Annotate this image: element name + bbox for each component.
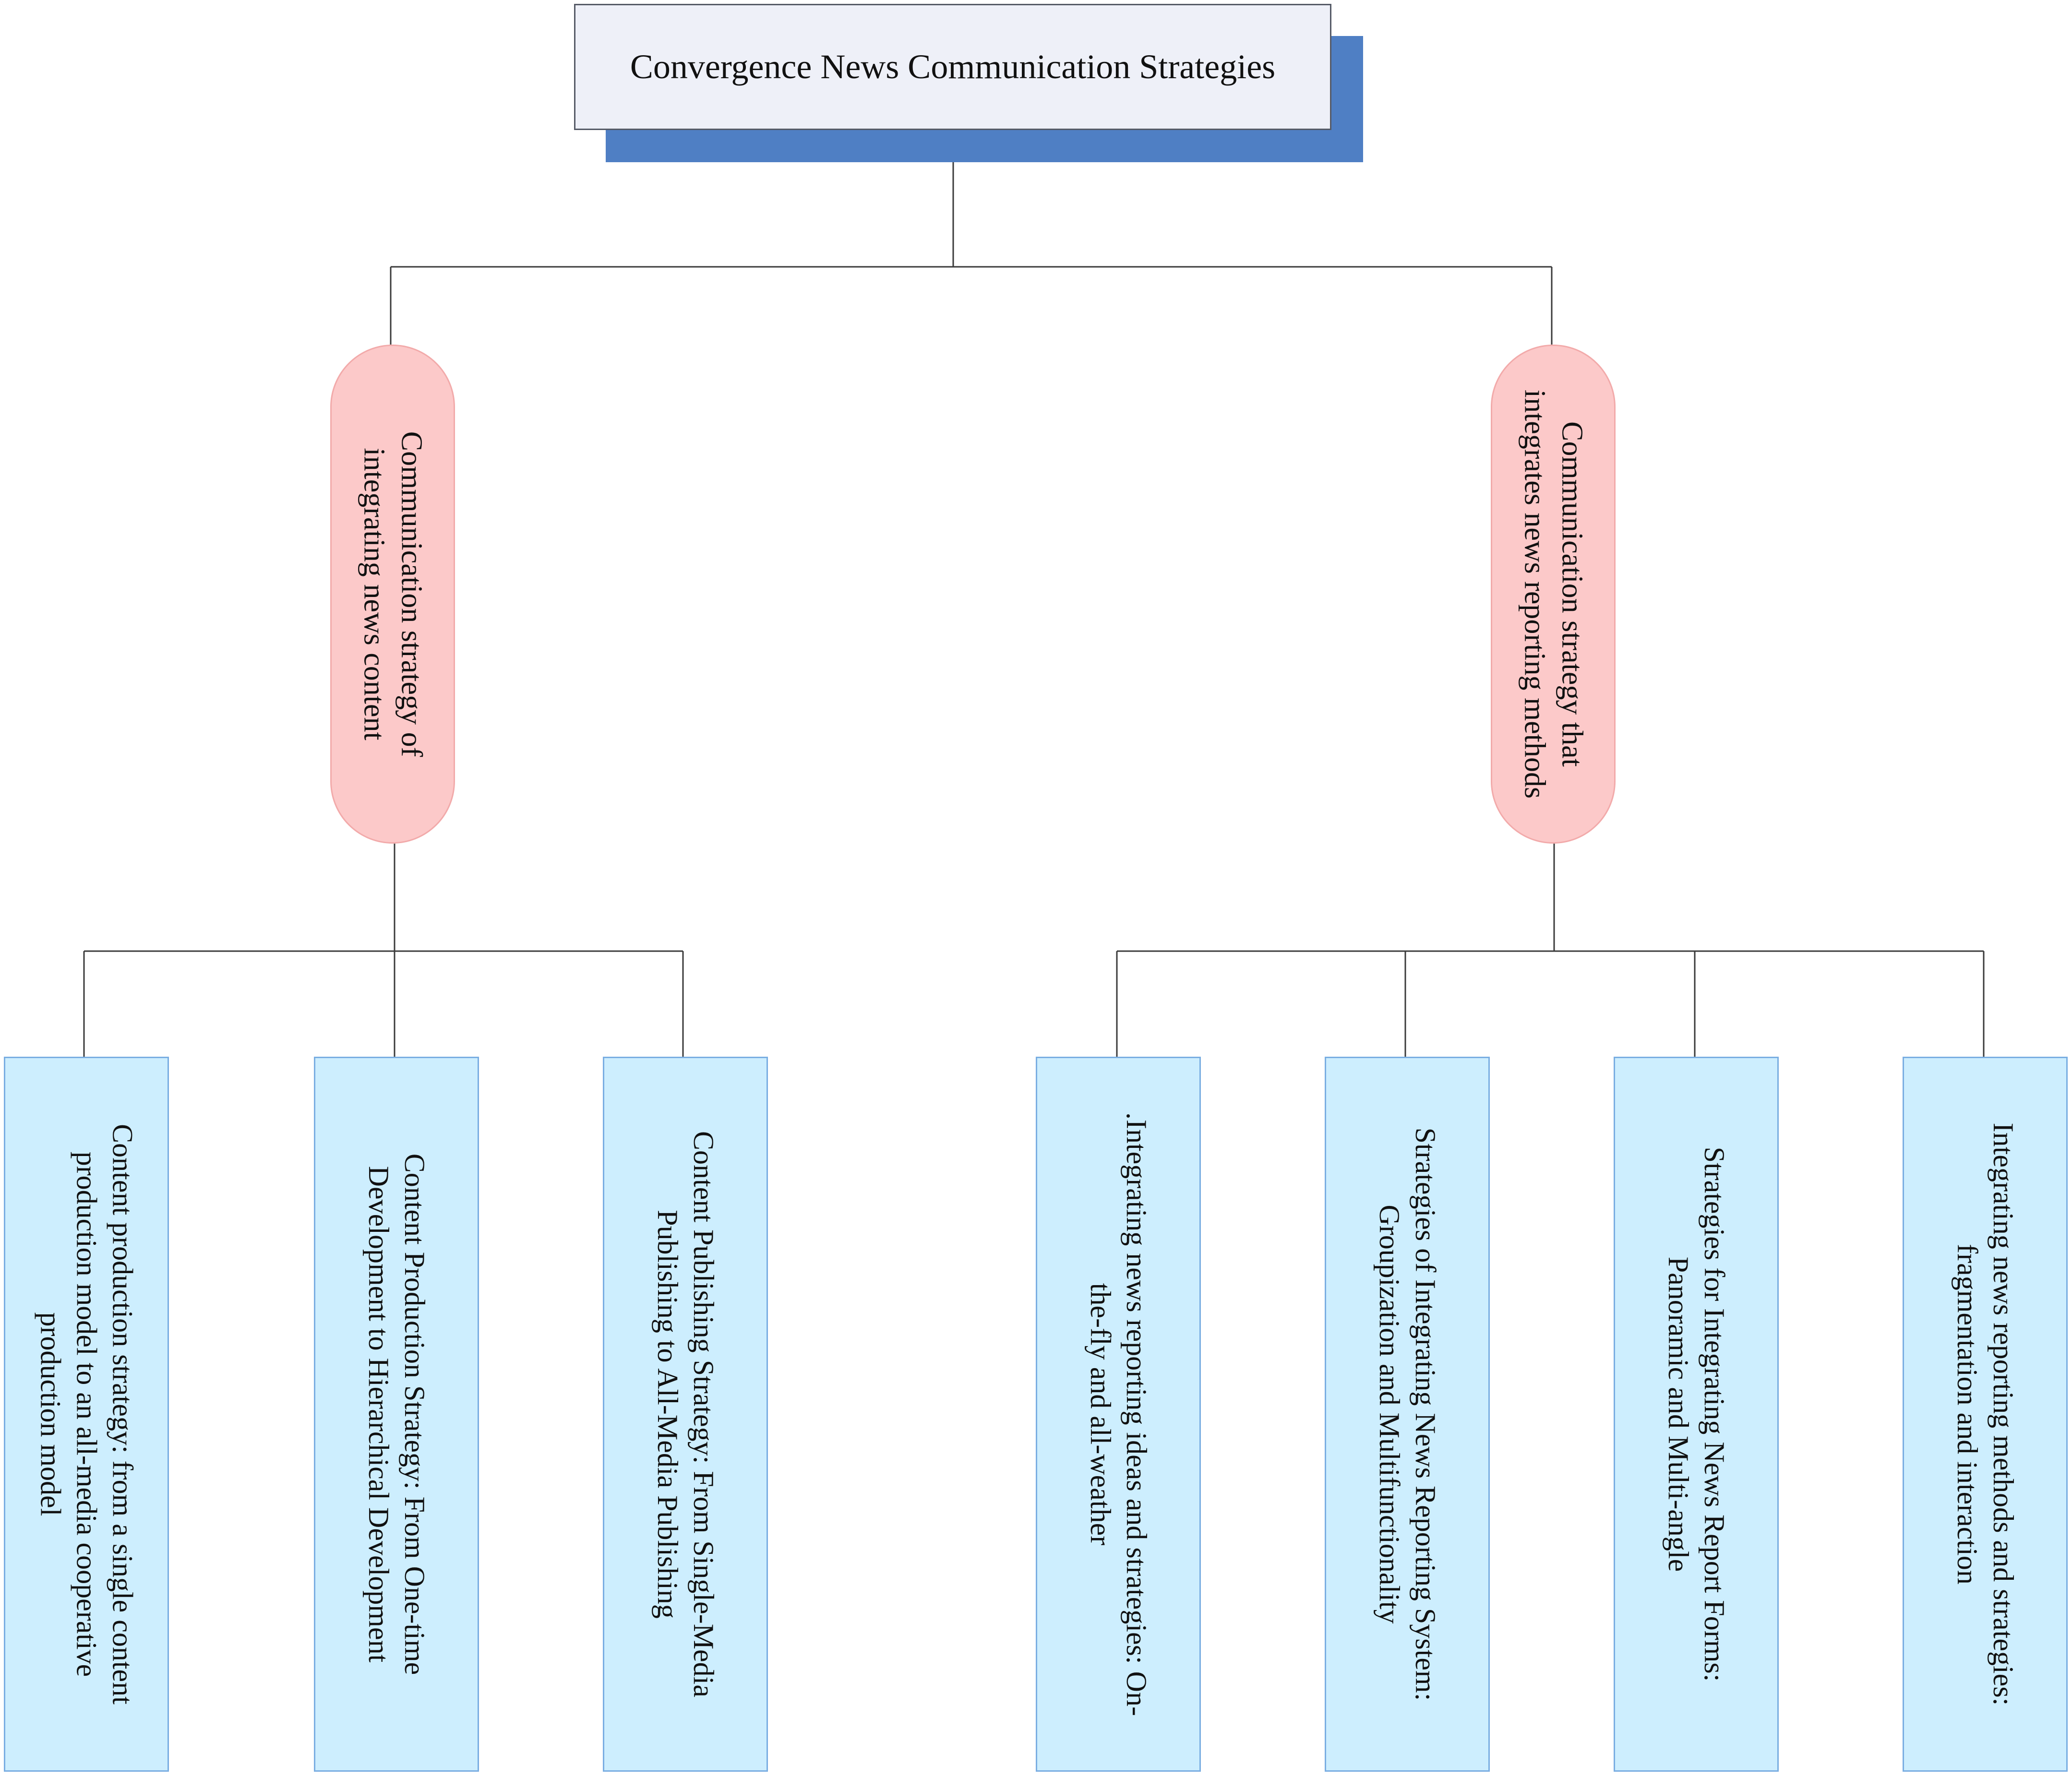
leaf-node: Strategies for Integrating News Report F… (1614, 1057, 1779, 1772)
leaf-node: Integrating news reporting methods and s… (1903, 1057, 2068, 1772)
connector-root-to-branches (390, 162, 1553, 345)
leaf-label: Integrating news reporting methods and s… (1952, 1122, 2019, 1706)
connector-branch-1-to-leaves (83, 844, 684, 1057)
root-node: Convergence News Communication Strategie… (574, 4, 1331, 130)
leaf-node: Content Production Strategy: From One-ti… (314, 1057, 479, 1772)
leaf-node: Content Publishing Strategy: From Single… (603, 1057, 768, 1772)
leaf-label: Strategies of Integrating News Reporting… (1374, 1127, 1441, 1701)
leaf-node: Strategies of Integrating News Reporting… (1325, 1057, 1490, 1772)
connector-branch-2-to-leaves (1116, 844, 1985, 1057)
branch-node-content: Communication strategy of integrating ne… (330, 345, 455, 844)
leaf-label: Content production strategy: from a sing… (35, 1124, 139, 1705)
root-label: Convergence News Communication Strategie… (630, 48, 1276, 86)
leaf-label: Strategies for Integrating News Report F… (1663, 1146, 1730, 1682)
leaf-node: Content production strategy: from a sing… (4, 1057, 169, 1772)
leaf-label: Content Production Strategy: From One-ti… (363, 1153, 431, 1675)
branch-label: Communication strategy of integrating ne… (358, 431, 428, 757)
leaf-label: Content Publishing Strategy: From Single… (652, 1131, 719, 1697)
leaf-node: .Integrating news reporting ideas and st… (1036, 1057, 1201, 1772)
branch-label: Communication strategy that integrates n… (1519, 389, 1589, 799)
branch-node-reporting-methods: Communication strategy that integrates n… (1491, 345, 1616, 844)
leaf-label: .Integrating news reporting ideas and st… (1085, 1112, 1152, 1716)
